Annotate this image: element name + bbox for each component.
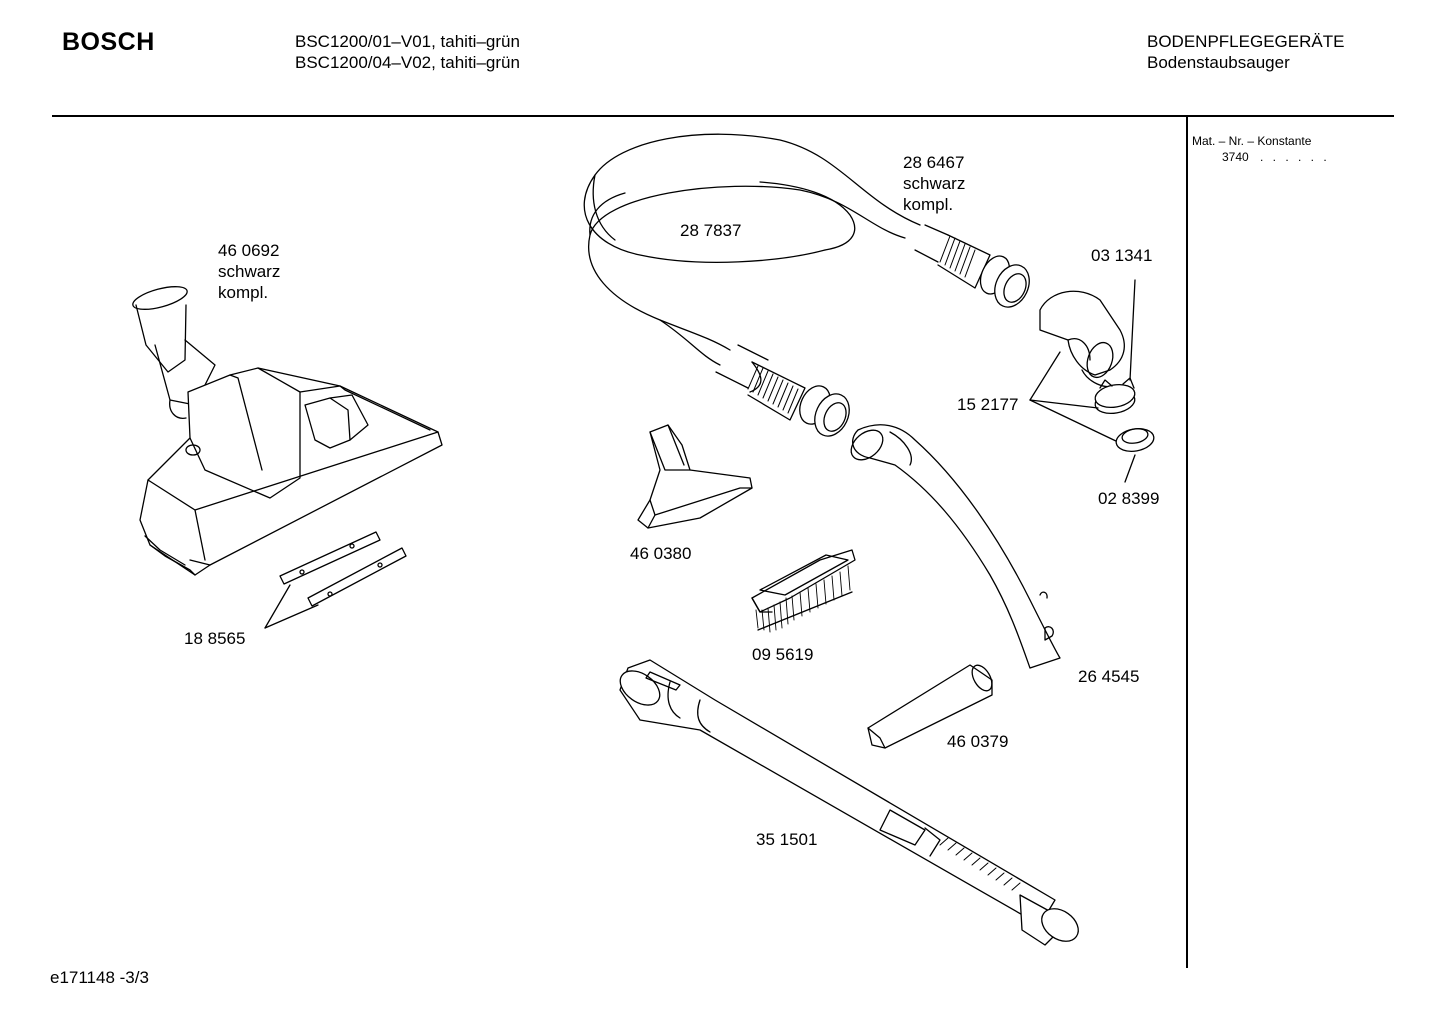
part-number-ring: 02 8399 (1098, 489, 1160, 508)
ring-icon[interactable] (1114, 426, 1155, 483)
header-divider (52, 115, 1394, 117)
elbow-icon[interactable] (1039, 279, 1136, 388)
part-number-clip: 15 2177 (957, 395, 1019, 414)
hose-icon[interactable] (583, 133, 921, 366)
part-note-hose-connector: kompl. (903, 195, 954, 214)
crevice-nozzle-icon[interactable] (867, 662, 996, 749)
part-number-hose-connector: 28 6467 (903, 153, 965, 172)
drawing-id: e171148 -3/3 (50, 968, 149, 987)
mat-nr-dots: . . . . . . (1260, 150, 1330, 164)
model-line-1: BSC1200/01–V01, tahiti–grün (295, 32, 520, 51)
part-number-hose: 28 7837 (680, 221, 742, 240)
part-color-hose-connector: schwarz (903, 174, 966, 193)
clip-icon[interactable] (1029, 351, 1137, 443)
part-number-upholstery-nozzle: 46 0380 (630, 544, 692, 563)
part-note-floor-nozzle: kompl. (218, 283, 269, 302)
hose-end-connector-icon[interactable] (715, 344, 856, 442)
part-number-handle: 26 4545 (1078, 667, 1140, 686)
brush-icon[interactable] (751, 549, 856, 633)
part-number-crevice-nozzle: 46 0379 (947, 732, 1009, 751)
part-number-telescopic-tube: 35 1501 (756, 830, 818, 849)
upholstery-nozzle-icon[interactable] (637, 424, 753, 529)
model-line-2: BSC1200/04–V02, tahiti–grün (295, 53, 520, 72)
sidebar-divider (1186, 115, 1188, 968)
brand-logo: BOSCH (62, 28, 155, 56)
handle-icon[interactable] (845, 424, 1061, 669)
mat-nr-value: 3740 (1222, 150, 1249, 164)
hose-connector-icon[interactable] (914, 224, 1036, 313)
part-color-floor-nozzle: schwarz (218, 262, 281, 281)
mat-nr-label: Mat. – Nr. – Konstante (1192, 134, 1312, 148)
category-subtitle: Bodenstaubsauger (1147, 53, 1290, 72)
part-number-brush: 09 5619 (752, 645, 814, 664)
telescopic-tube-icon[interactable] (614, 659, 1084, 948)
part-number-elbow: 03 1341 (1091, 246, 1153, 265)
part-number-floor-nozzle: 46 0692 (218, 241, 280, 260)
floor-nozzle-icon[interactable] (131, 282, 443, 576)
category-title: BODENPFLEGEGERÄTE (1147, 32, 1345, 51)
nozzle-strips-icon[interactable] (264, 531, 407, 629)
part-number-nozzle-strips: 18 8565 (184, 629, 246, 648)
